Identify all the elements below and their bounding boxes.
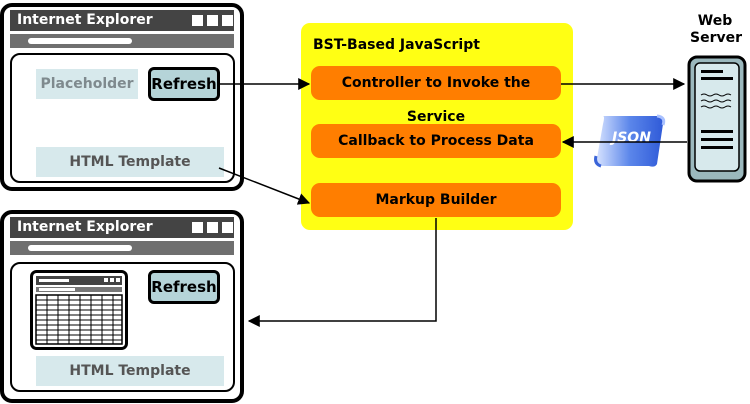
html-template-block: HTML Template bbox=[36, 356, 224, 386]
browser-title: Internet Explorer bbox=[17, 219, 153, 235]
html-template-block: HTML Template bbox=[36, 147, 224, 177]
close-icon[interactable] bbox=[222, 15, 233, 26]
address-field[interactable] bbox=[28, 38, 132, 44]
refresh-button[interactable]: Refresh bbox=[148, 67, 220, 101]
arrow-builder-to-browser bbox=[247, 218, 437, 327]
browser-content: Refresh HTML Template bbox=[10, 262, 235, 392]
browser-content: Placeholder Refresh HTML Template bbox=[10, 53, 235, 183]
address-field[interactable] bbox=[28, 245, 132, 251]
panel-title: BST-Based JavaScript bbox=[313, 37, 480, 53]
arrow-template-to-builder bbox=[218, 167, 311, 205]
refresh-button[interactable]: Refresh bbox=[148, 270, 220, 304]
placeholder-block: Placeholder bbox=[36, 69, 138, 99]
table-grid-icon bbox=[30, 270, 128, 350]
step-markup-builder: Markup Builder bbox=[311, 183, 561, 217]
browser-window-top: Internet Explorer Placeholder Refresh HT… bbox=[0, 3, 244, 191]
browser-title: Internet Explorer bbox=[17, 12, 153, 28]
maximize-icon[interactable] bbox=[207, 222, 218, 233]
minimize-icon[interactable] bbox=[192, 15, 203, 26]
address-bar[interactable] bbox=[10, 34, 234, 48]
step-callback: Callback to Process Data bbox=[311, 124, 561, 158]
browser-window-bottom: Internet Explorer bbox=[0, 210, 244, 403]
browser-titlebar: Internet Explorer bbox=[10, 10, 234, 31]
server-tower-icon bbox=[687, 55, 747, 183]
minimize-icon[interactable] bbox=[192, 222, 203, 233]
maximize-icon[interactable] bbox=[207, 15, 218, 26]
close-icon[interactable] bbox=[222, 222, 233, 233]
browser-titlebar: Internet Explorer bbox=[10, 217, 234, 238]
step-controller: Controller to Invoke the Service bbox=[311, 66, 561, 125]
address-bar[interactable] bbox=[10, 241, 234, 255]
server-label: Web Server bbox=[690, 13, 743, 47]
javascript-panel: BST-Based JavaScript Controller to Invok… bbox=[301, 23, 573, 230]
server-label-line1: Web bbox=[697, 13, 733, 29]
server-label-line2: Server bbox=[690, 30, 743, 46]
